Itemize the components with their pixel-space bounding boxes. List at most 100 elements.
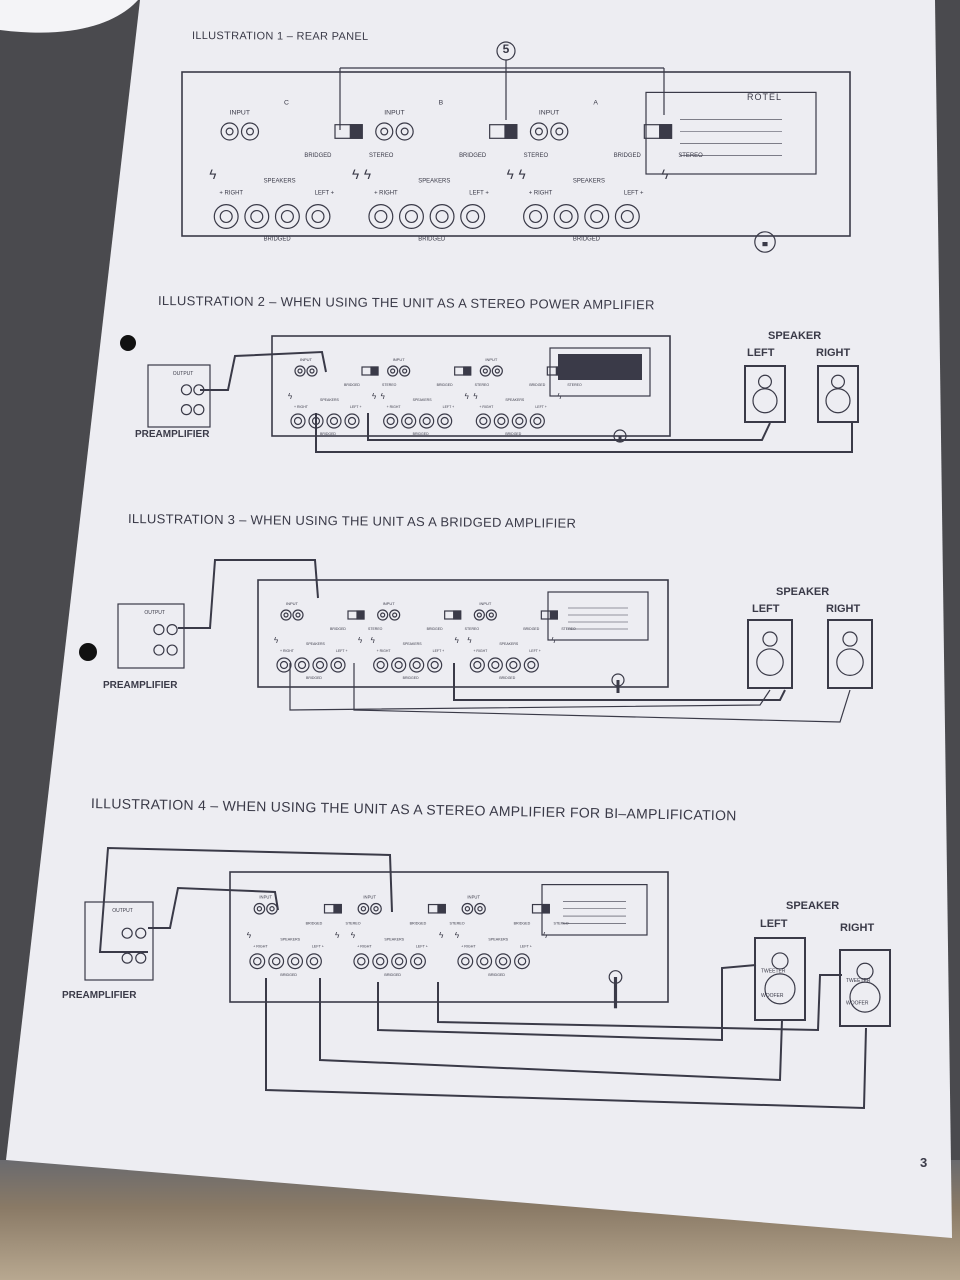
speakers-label: SPEAKERS <box>280 937 300 941</box>
input-jack-core <box>360 906 367 912</box>
speaker-terminal-core <box>357 956 366 966</box>
nameplate <box>549 347 651 397</box>
speaker-terminal <box>344 413 360 429</box>
woofer-label: WOOFER <box>846 1001 869 1007</box>
speaker-terminal <box>511 413 527 429</box>
input-label: INPUT <box>384 110 404 117</box>
input-jack-core <box>534 127 543 136</box>
lightning-icon: ϟ <box>473 392 478 401</box>
speaker-terminal <box>429 204 455 230</box>
input-label: INPUT <box>286 601 299 606</box>
output-jack-right <box>166 644 178 656</box>
connection-cable <box>353 663 851 723</box>
preamplifier-box <box>147 364 211 428</box>
input-jack <box>357 902 370 915</box>
lightning-icon: ϟ <box>519 167 526 182</box>
input-jack <box>375 122 394 141</box>
channel-label: C <box>284 99 289 106</box>
paper-sheet <box>6 0 952 1238</box>
lightning-icon: ϟ <box>288 392 293 401</box>
input-jack <box>306 365 318 377</box>
speaker-terminal <box>457 953 474 970</box>
left-terminal-label: LEFT + <box>315 190 335 196</box>
speaker-terminal-core <box>404 416 413 426</box>
tweeter-driver <box>856 962 874 980</box>
input-jack-core <box>464 906 471 912</box>
input-label: INPUT <box>539 110 559 117</box>
illustration-1-title: ILLUSTRATION 1 – REAR PANEL <box>191 30 369 43</box>
right-terminal-label: + RIGHT <box>461 945 476 949</box>
input-jack <box>220 122 239 141</box>
paper-curl <box>0 0 138 33</box>
speakers-label: SPEAKERS <box>264 179 296 185</box>
input-jack-core <box>297 368 303 374</box>
bridged-terminal-label: BRIDGED <box>320 432 336 436</box>
speaker-terminal <box>493 413 509 429</box>
bridged-label: BRIDGED <box>344 383 360 387</box>
speaker-cabinet <box>839 949 891 1027</box>
input-jack-core <box>309 368 315 374</box>
stereo-label: STEREO <box>369 153 394 159</box>
speaker-right-label: RIGHT <box>840 922 875 934</box>
woofer-driver <box>752 388 778 414</box>
tweeter-label: TWEETER <box>846 978 871 984</box>
output-jack-left <box>135 927 147 939</box>
callout-leader <box>339 60 665 130</box>
stereo-label: STEREO <box>524 153 549 159</box>
speaker-terminal <box>353 953 370 970</box>
speaker-terminal-core <box>309 956 319 966</box>
lightning-icon: ϟ <box>455 930 460 940</box>
speaker-cabinet <box>827 619 873 689</box>
speaker-terminal-core <box>315 660 325 670</box>
output-label: OUTPUT <box>144 610 165 616</box>
left-terminal-label: LEFT + <box>350 405 362 409</box>
speaker-terminal <box>274 204 300 230</box>
input-jack-core <box>390 368 396 374</box>
speakers-label: SPEAKERS <box>418 179 450 185</box>
lightning-icon: ϟ <box>381 392 386 401</box>
speaker-terminal-core <box>329 416 339 426</box>
bridged-label: BRIDGED <box>529 383 545 387</box>
input-jack-core <box>476 612 482 618</box>
woofer-label: WOOFER <box>761 993 784 999</box>
connection-cable <box>98 846 393 953</box>
left-terminal-label: LEFT + <box>312 945 324 949</box>
input-jack <box>294 365 306 377</box>
speaker-terminal-core <box>479 416 488 426</box>
speaker-terminal <box>514 953 530 970</box>
right-terminal-label: + RIGHT <box>374 190 398 196</box>
connection-cable <box>148 886 279 929</box>
input-label: INPUT <box>259 894 272 899</box>
bridged-label: BRIDGED <box>523 627 539 631</box>
speaker-right-label: RIGHT <box>826 603 861 615</box>
lightning-icon: ϟ <box>465 392 470 401</box>
speaker-terminal-core <box>290 956 300 966</box>
mode-switch-lever <box>356 610 365 620</box>
woofer-driver <box>849 981 881 1013</box>
mode-switch-lever <box>333 903 342 914</box>
speaker-terminal-core <box>253 956 262 966</box>
speaker-terminal <box>391 657 407 673</box>
input-jack-core <box>380 127 389 136</box>
output-jack-right <box>135 952 147 964</box>
speaker-terminal-core <box>479 956 489 966</box>
speaker-terminal-core <box>590 209 604 224</box>
lightning-icon: ϟ <box>507 167 514 182</box>
input-jack-core <box>269 906 275 912</box>
stereo-label: STEREO <box>567 383 582 387</box>
speaker-terminal <box>401 413 417 429</box>
right-terminal-label: + RIGHT <box>253 945 268 949</box>
speakers-label: SPEAKERS <box>306 642 326 646</box>
connection-cable <box>289 663 771 711</box>
speaker-terminal-core <box>491 660 500 670</box>
input-jack <box>280 609 292 621</box>
mode-switch-lever <box>549 610 558 620</box>
tweeter-label: TWEETER <box>761 968 786 974</box>
stereo-label: STEREO <box>382 383 397 387</box>
output-jack-right <box>153 644 165 656</box>
bridged-label: BRIDGED <box>459 153 486 159</box>
left-terminal-label: LEFT + <box>529 649 541 653</box>
input-label: INPUT <box>383 601 396 606</box>
